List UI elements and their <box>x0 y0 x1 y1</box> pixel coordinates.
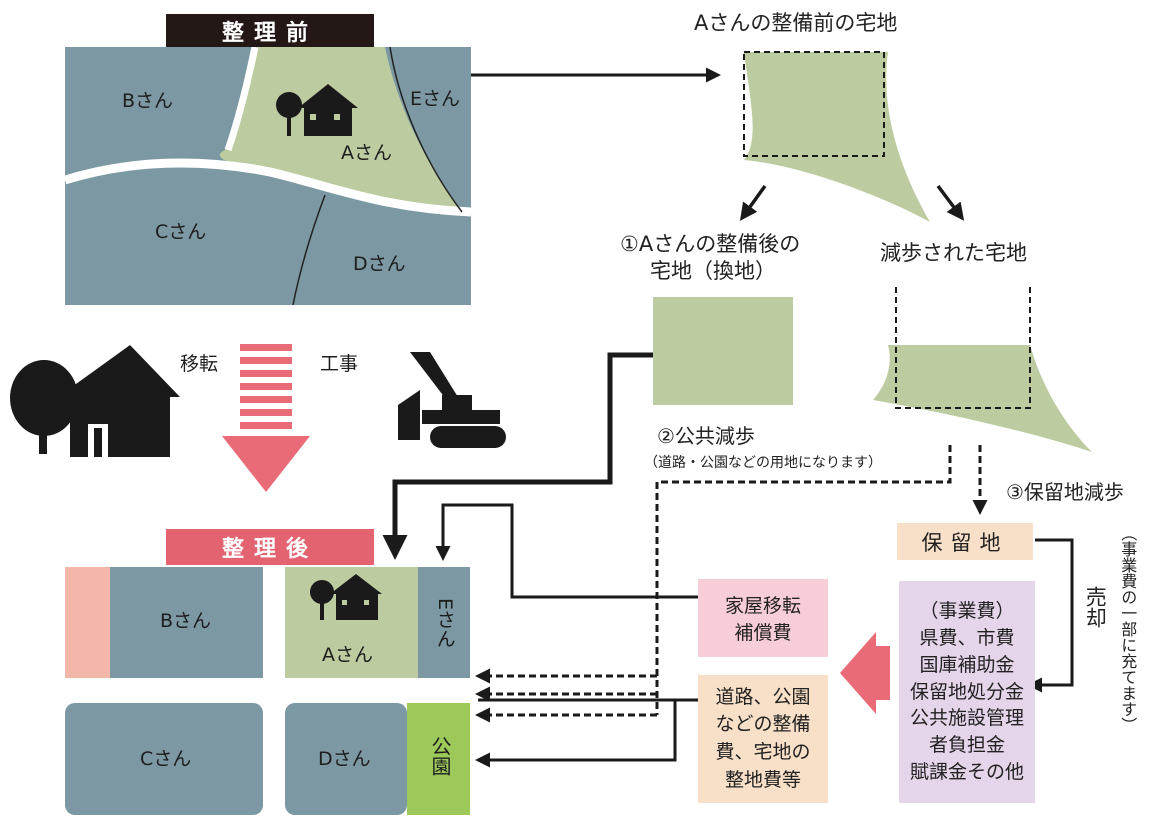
pink-strip <box>65 567 110 678</box>
plot-c-after <box>65 703 263 815</box>
plot-e-after <box>418 567 470 678</box>
arrow-to-a-after <box>739 184 767 221</box>
plot-c-after-label: Cさん <box>140 748 192 770</box>
red-arrow-left <box>840 632 890 714</box>
compensation-line2: 補償費 <box>734 622 792 644</box>
plot-b-after <box>110 567 263 678</box>
after-map <box>65 567 470 815</box>
boundary-line-ae <box>389 46 463 213</box>
project-costs-line6: 賦課金その他 <box>909 761 1024 784</box>
after-header: 整理後 <box>166 529 374 565</box>
plot-c-before-label: Cさん <box>155 221 207 243</box>
plot-a-after-label: Aさん <box>322 644 373 666</box>
house-tree-icon-after <box>310 574 382 620</box>
arrow-road-cost-to-park <box>475 698 698 768</box>
project-costs-box: （事業費） 県費、市費 国庫補助金 保留地処分金 公共施設管理 者負担金 賦課金… <box>899 581 1035 803</box>
excavator-icon <box>398 352 506 448</box>
public-reduction-label: ②公共減歩 <box>657 424 755 448</box>
arrow-to-reduced <box>936 184 965 221</box>
road-before-branch <box>224 46 259 152</box>
project-costs-line4: 公共施設管理 <box>909 707 1024 730</box>
project-costs-line1: 県費、市費 <box>919 626 1015 649</box>
red-arrow-down <box>222 344 310 492</box>
plot-e-after-label: Eさん <box>433 598 456 649</box>
house-tree-icon-before <box>276 84 358 136</box>
project-costs-title: （事業費） <box>919 599 1015 622</box>
road-before <box>63 158 472 217</box>
a-before-dashed-outline <box>743 51 885 157</box>
a-before-shape <box>744 52 930 222</box>
reduced-land-shape <box>873 345 1092 452</box>
compensation-line1: 家屋移転 <box>724 595 801 617</box>
a-after-title-line1: ①Aさんの整備後の <box>620 232 801 256</box>
project-costs-line2: 国庫補助金 <box>919 653 1015 676</box>
plot-a-before-label: Aさん <box>341 142 392 164</box>
before-header: 整理前 <box>166 14 374 47</box>
project-costs-line5: 者負担金 <box>928 734 1005 757</box>
a-after-title-line2: 宅地（換地） <box>650 259 776 283</box>
construction-label: 工事 <box>320 353 359 375</box>
road-costs-box: 道路、公園 などの整備 費、宅地の 整地費等 <box>698 675 828 803</box>
boundary-line-cd <box>292 194 326 306</box>
public-reduction-note: （道路・公園などの用地になります） <box>644 455 882 471</box>
reserve-reduction-label: ③保留地減歩 <box>1006 480 1124 504</box>
reduced-land-dashed-outline <box>895 287 1031 409</box>
plot-b-after-label: Bさん <box>160 610 212 632</box>
arrow-compensation-to-a <box>435 503 698 599</box>
road-costs-line4: 整地費等 <box>724 768 801 791</box>
road-costs-line3: 費、宅地の <box>715 741 811 763</box>
reduced-land-title: 減歩された宅地 <box>880 241 1027 265</box>
park-label: 公園 <box>428 736 452 776</box>
sale-label: 売却 <box>1083 586 1108 628</box>
reserve-land-box: 保留地 <box>897 523 1033 560</box>
park-after <box>407 703 470 815</box>
plot-d-before-label: Dさん <box>353 253 406 275</box>
plot-e-before-label: Eさん <box>410 88 461 110</box>
compensation-box: 家屋移転 補償費 <box>698 579 828 657</box>
before-map <box>63 46 472 306</box>
arrow-a-after-to-map <box>382 352 653 560</box>
move-label: 移転 <box>180 353 219 375</box>
plot-b-before-label: Bさん <box>122 90 174 112</box>
a-before-title: Aさんの整備前の宅地 <box>694 11 898 35</box>
arrow-sale <box>1027 538 1074 693</box>
project-costs-line3: 保留地処分金 <box>909 680 1024 703</box>
plot-d-after-label: Dさん <box>318 748 371 770</box>
plot-d-after <box>285 703 407 815</box>
sale-note: （事業費の一部に充てます） <box>1118 525 1138 733</box>
road-costs-line1: 道路、公園 <box>715 685 811 708</box>
road-costs-line2: などの整備 <box>715 713 811 736</box>
house-tree-icon-large <box>10 345 180 457</box>
a-after-square <box>653 297 793 405</box>
